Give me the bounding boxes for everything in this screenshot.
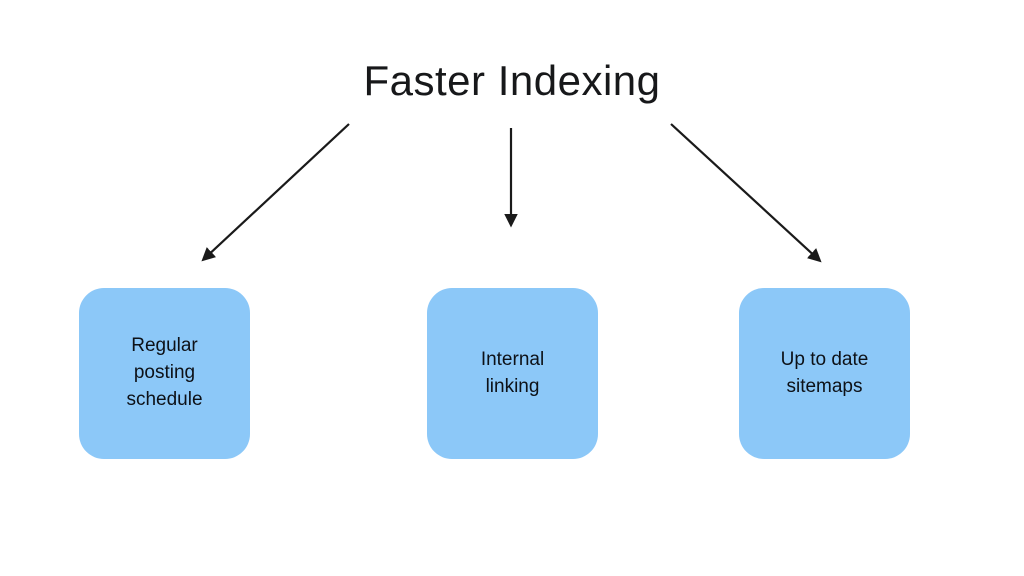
node-up-to-date-sitemaps[interactable]: Up to date sitemaps bbox=[739, 288, 910, 459]
node-regular-posting-schedule[interactable]: Regular posting schedule bbox=[79, 288, 250, 459]
page-title: Faster Indexing bbox=[363, 57, 661, 104]
arrow-to-left-node bbox=[201, 123, 350, 262]
arrow-to-right-node bbox=[670, 123, 822, 263]
node-label: Regular posting schedule bbox=[126, 335, 203, 410]
node-internal-linking[interactable]: Internal linking bbox=[427, 288, 598, 459]
node-label: Up to date sitemaps bbox=[780, 348, 869, 397]
node-label: Internal linking bbox=[480, 348, 545, 397]
